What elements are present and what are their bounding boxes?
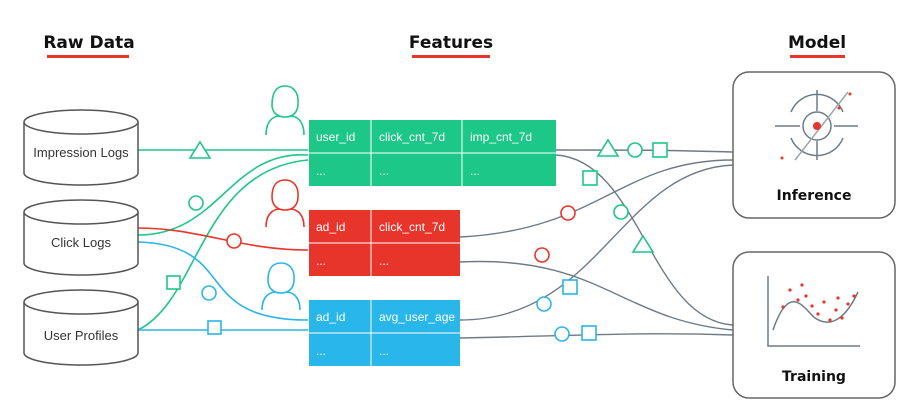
source-label: Impression Logs [33,145,129,160]
header-model: Model [788,33,846,58]
connection-line [459,260,734,331]
square-marker-icon [652,142,668,158]
model-box [732,251,896,399]
database-top [23,109,139,135]
square-marker-icon [207,320,222,335]
header-underline [47,55,129,58]
target-icon [775,90,858,161]
feature-table-ad-audience: ad_id avg_user_age ... ... [309,300,460,366]
model-label: Training [782,369,846,385]
table-cell: ... [316,344,326,358]
model-markers [534,138,668,342]
header-model-label: Model [788,33,846,53]
user-icon [265,85,305,136]
circle-marker-icon [201,285,217,301]
square-marker-icon [562,279,578,295]
square-marker-icon [581,325,597,341]
circle-marker-icon [188,195,204,211]
header-raw-data-label: Raw Data [43,33,134,53]
source-impression-logs: Impression Logs [23,109,139,186]
header-underline [790,55,845,58]
connection-line [137,154,309,236]
table-cell: ad_id [316,310,345,324]
target-center-dot [813,122,821,130]
database-top [23,199,139,225]
model-box [732,71,896,219]
square-marker-icon [166,275,181,290]
source-user-profiles: User Profiles [23,289,139,366]
database-icon [23,122,139,186]
table-cell: ... [379,254,389,268]
source-connections [137,149,309,331]
table-cell: ... [316,254,326,268]
circle-marker-icon [613,204,629,220]
user-icon [265,179,305,228]
table-cell: ... [316,164,326,178]
triangle-marker-icon [596,138,620,157]
circle-marker-icon [534,247,550,263]
table-cell: imp_cnt_7d [470,130,532,144]
source-markers [166,140,242,335]
database-icon [23,212,139,276]
table-cell: click_cnt_7d [379,130,445,144]
circle-marker-icon [560,205,576,221]
source-label: User Profiles [44,328,119,343]
feature-table-user: user_id click_cnt_7d imp_cnt_7d ... ... … [309,120,556,186]
connection-line [137,241,309,321]
table-cell: click_cnt_7d [379,220,445,234]
connection-line [459,159,734,238]
connection-line [555,149,734,153]
feature-table-ad-clicks: ad_id click_cnt_7d ... ... [309,210,460,276]
scatter-plot-icon [767,276,860,347]
connection-line [137,159,309,331]
header-underline [412,55,490,58]
table-cell: ... [470,164,480,178]
header-features: Features [409,33,493,58]
user-icon [261,262,301,311]
table-cell: ad_id [316,220,345,234]
header-features-label: Features [409,33,493,53]
header-raw-data: Raw Data [43,33,135,58]
database-icon [23,302,139,366]
triangle-marker-icon [188,140,212,159]
circle-marker-icon [554,326,570,342]
connection-line [137,227,309,251]
triangle-marker-icon [631,234,655,253]
circle-marker-icon [627,142,643,158]
circle-marker-icon [226,233,242,249]
source-click-logs: Click Logs [23,199,139,276]
connection-line [459,333,734,339]
connection-line [459,164,734,321]
model-label: Inference [777,188,852,204]
table-cell: ... [379,164,389,178]
circle-marker-icon [536,296,552,312]
table-cell: ... [379,344,389,358]
model-connections [459,149,734,339]
model-training: Training [732,251,896,399]
square-marker-icon [582,170,598,186]
database-top [23,289,139,315]
model-inference: Inference [732,71,896,219]
table-cell: user_id [316,130,355,144]
table-cell: avg_user_age [379,310,455,324]
source-label: Click Logs [51,235,111,250]
